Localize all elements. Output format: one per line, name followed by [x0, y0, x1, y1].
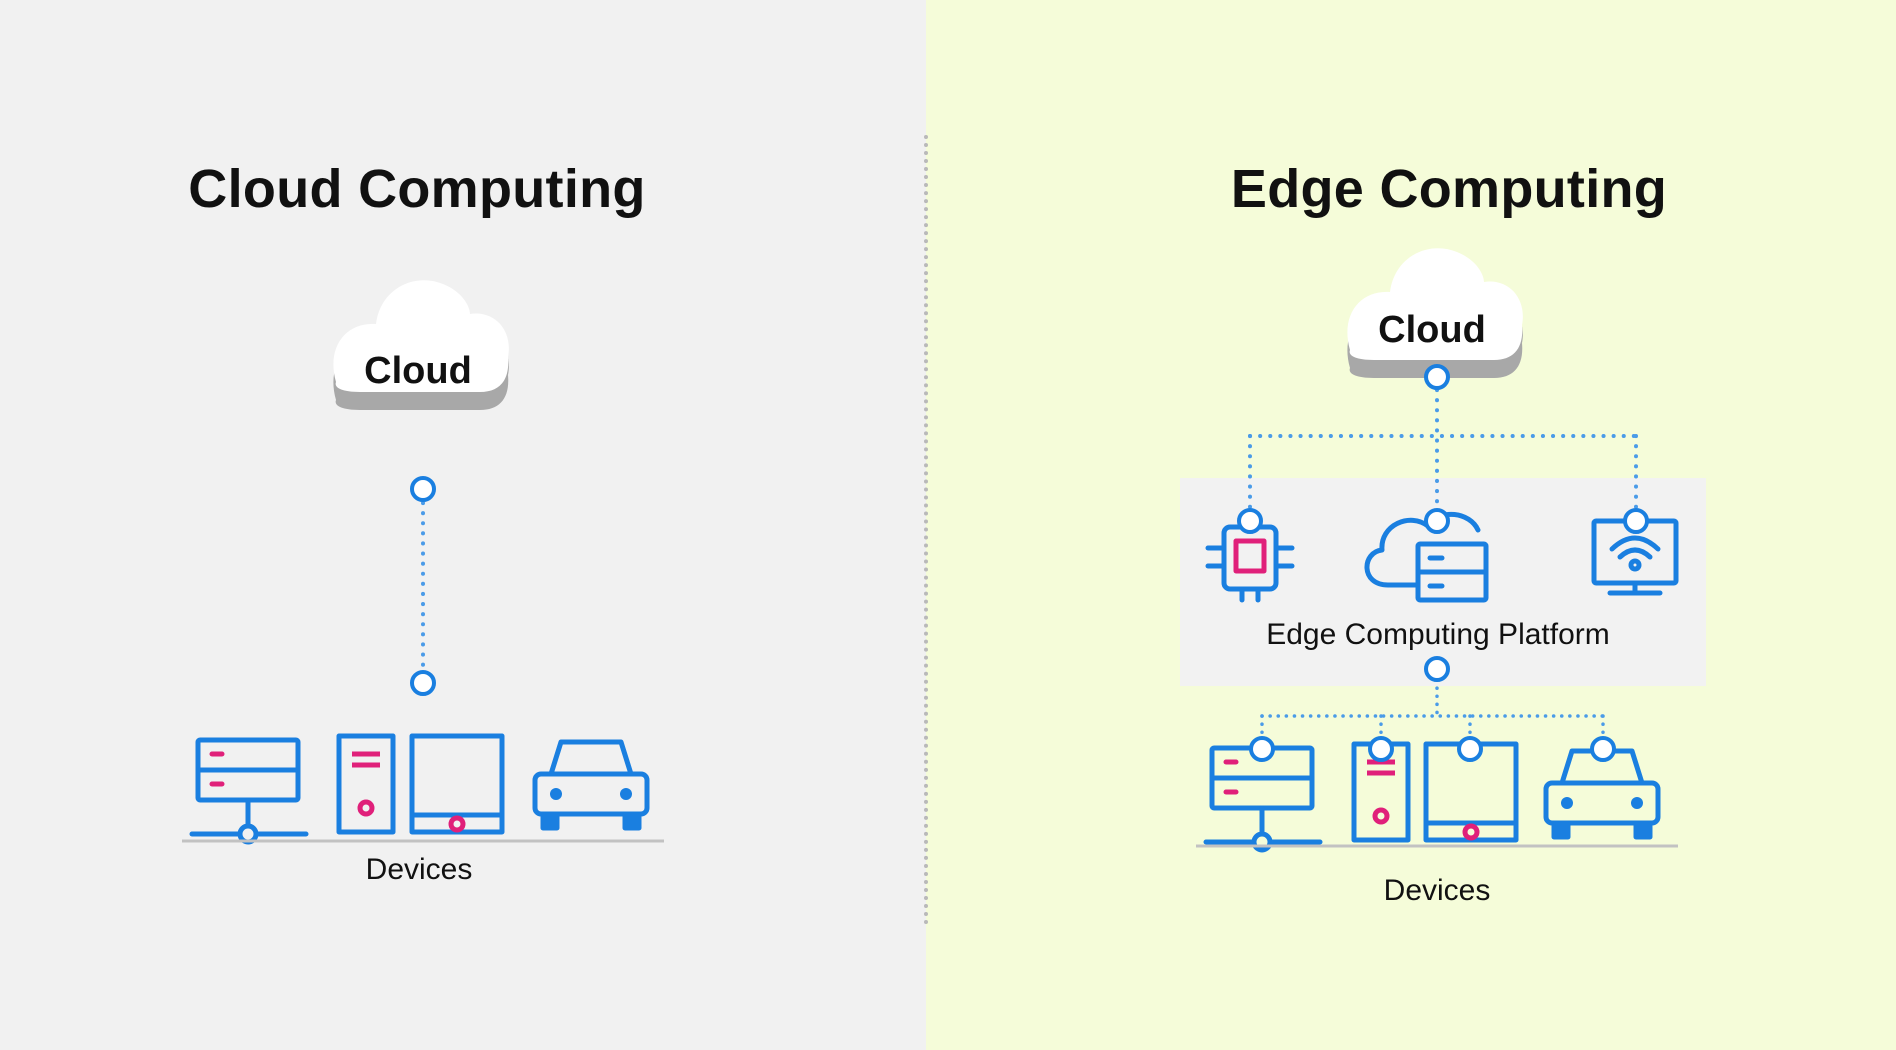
- edge-server-node: [1249, 736, 1275, 762]
- edge-server-icon: [1206, 748, 1320, 850]
- cloud-computing-title: Cloud Computing: [188, 159, 646, 219]
- edge-cloud-node: [1424, 364, 1450, 390]
- left-cloud-label: Cloud: [364, 350, 472, 392]
- monitor-icon: [412, 736, 502, 832]
- edge-bottom-connectors: [1260, 678, 1605, 748]
- edge-computing-title: Edge Computing: [1230, 159, 1668, 219]
- cloud-server-icon: [1364, 511, 1489, 603]
- tower-pc-icon: [339, 736, 393, 832]
- wifi-monitor-node: [1623, 508, 1649, 534]
- edge-monitor-node: [1457, 736, 1483, 762]
- right-devices-label: Devices: [1383, 874, 1491, 907]
- platform-node: [1424, 656, 1450, 682]
- edge-platform-label: Edge Computing Platform: [1266, 618, 1610, 651]
- left-devices-label: Devices: [365, 853, 473, 886]
- panel-divider: [924, 135, 928, 925]
- cloud-server-node: [1424, 508, 1450, 534]
- chip-node: [1237, 508, 1263, 534]
- left-connector-node-top: [410, 476, 436, 502]
- chip-icon: [1205, 524, 1295, 603]
- right-cloud-label: Cloud: [1378, 309, 1486, 351]
- left-connector-node-bottom: [410, 670, 436, 696]
- server-icon: [192, 740, 306, 842]
- edge-car-node: [1590, 736, 1616, 762]
- cloud-computing-panel: [0, 0, 926, 1050]
- edge-car-icon: [1546, 751, 1658, 837]
- edge-top-connectors: [1248, 388, 1638, 517]
- car-icon: [535, 742, 647, 828]
- edge-tower-node: [1368, 736, 1394, 762]
